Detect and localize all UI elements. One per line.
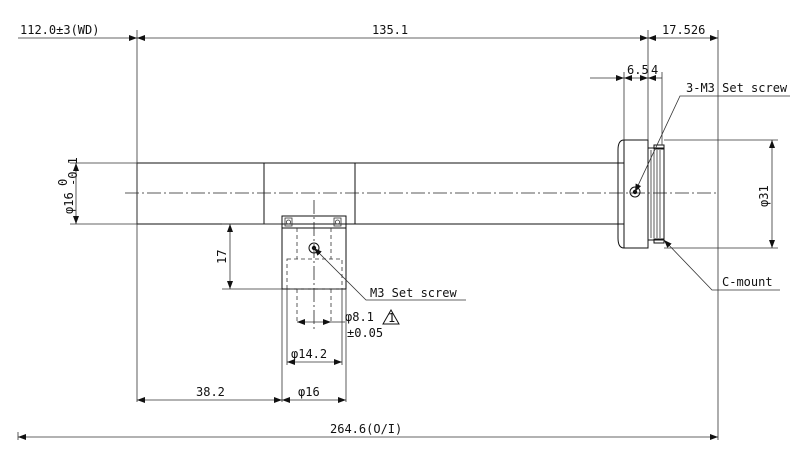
tolerance-flag-number: 1: [388, 311, 395, 325]
tube-tolerance-lower: -0.1: [66, 157, 80, 186]
port-outer-diameter-label: φ16: [298, 385, 320, 399]
port-offset-label: 38.2: [196, 385, 225, 399]
lens-tube: [136, 162, 625, 225]
extension-lines: [17, 30, 778, 440]
tube-diameter-label: φ16: [62, 192, 76, 214]
mount-set-screw-note: 3-M3 Set screw: [686, 81, 788, 95]
tolerance-flag-icon: [382, 308, 400, 325]
mount-diameter-label: φ31: [757, 185, 771, 207]
working-distance-label: 112.0±3(WD): [20, 23, 99, 37]
mount-length-label: 17.526: [662, 23, 705, 37]
port-mid-diameter-label: φ14.2: [291, 347, 327, 361]
tube-tolerance-upper: 0: [56, 179, 70, 186]
total-length-label: 264.6(O/I): [330, 422, 402, 436]
tube-diameter-group: φ16 0 -0.1: [56, 157, 80, 214]
side-port: [281, 200, 347, 330]
dimension-lines: [18, 35, 775, 440]
port-inner-diameter-label: φ8.1: [345, 310, 374, 324]
c-mount-body: [617, 139, 665, 249]
flange-width-b-label: 4: [651, 63, 658, 77]
port-set-screw-note: M3 Set screw: [370, 286, 457, 300]
port-height-label: 17: [215, 250, 229, 264]
port-inner-tolerance-label: ±0.05: [347, 326, 383, 340]
c-mount-note: C-mount: [722, 275, 773, 289]
tube-length-label: 135.1: [372, 23, 408, 37]
leader-lines: [313, 95, 790, 301]
flange-width-a-label: 6.5: [627, 63, 649, 77]
